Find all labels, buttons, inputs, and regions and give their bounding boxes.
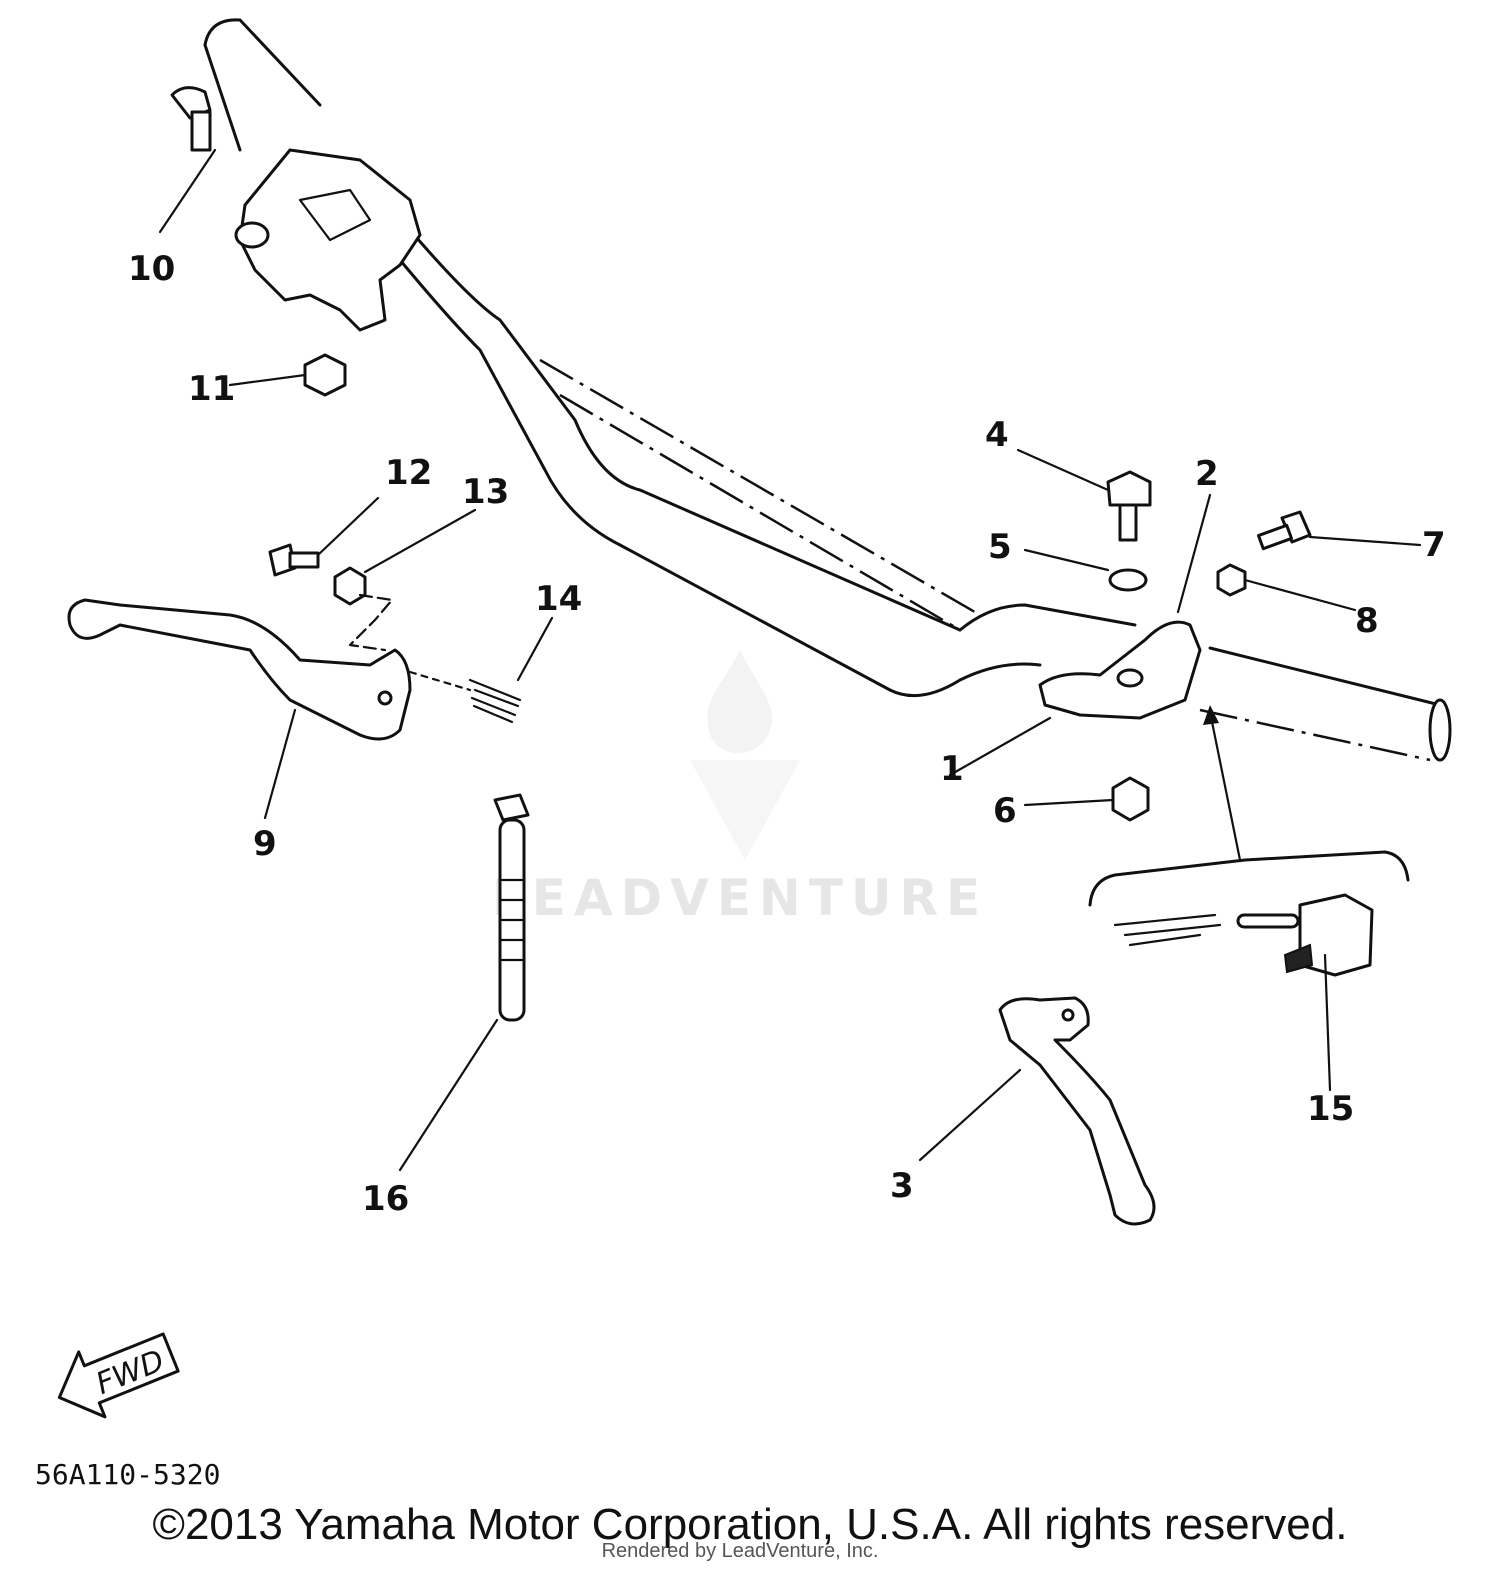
- callout-2: 2: [1195, 454, 1219, 494]
- callout-5: 5: [988, 527, 1012, 567]
- lever-holder-1: [1038, 620, 1202, 720]
- callout-3: 3: [890, 1166, 914, 1206]
- callout-labels: 1 2 3 4 5 6 7 8 9 10 11 12 13 14 15 16: [128, 249, 1446, 1219]
- spring-14: [408, 670, 522, 724]
- callout-16: 16: [362, 1179, 409, 1219]
- watermark-text: LEADVENTURE: [492, 869, 988, 927]
- callout-11: 11: [188, 369, 235, 409]
- nut-6: [1111, 776, 1150, 822]
- assembly-line-13: [348, 593, 394, 652]
- watermark-logo: [690, 650, 800, 860]
- bolt-7: [1257, 510, 1312, 551]
- arrow-head-15: [1203, 705, 1219, 725]
- rendered-by-notice: Rendered by LeadVenture, Inc.: [601, 1540, 879, 1562]
- bolt-12: [268, 543, 320, 577]
- callout-9: 9: [253, 824, 277, 864]
- callout-14: 14: [535, 579, 582, 619]
- bolt-10: [170, 86, 212, 152]
- lever-9: [67, 598, 412, 741]
- callout-13: 13: [462, 472, 509, 512]
- callout-7: 7: [1422, 525, 1446, 565]
- nut-13: [333, 566, 367, 606]
- group-bracket-15: [1088, 850, 1410, 907]
- nut-11: [303, 353, 347, 397]
- diagram-code: 56A110-5320: [35, 1458, 220, 1491]
- lever-3: [998, 996, 1156, 1226]
- callout-12: 12: [385, 453, 432, 493]
- washer-5: [1108, 568, 1148, 592]
- callout-1: 1: [940, 749, 964, 789]
- leader-lines: [158, 148, 1422, 1172]
- callout-6: 6: [993, 791, 1017, 831]
- nut-8: [1216, 563, 1247, 597]
- group-arrow-15: [1208, 710, 1242, 862]
- adjuster-16: [493, 793, 530, 1022]
- callout-8: 8: [1355, 601, 1379, 641]
- master-cylinder: [234, 148, 422, 332]
- bolt-4: [1106, 470, 1152, 542]
- callout-15: 15: [1307, 1089, 1354, 1129]
- callout-4: 4: [985, 415, 1009, 455]
- switch-15: [1113, 893, 1374, 977]
- handlebar: [203, 18, 1452, 762]
- copyright-notice: ©2013 Yamaha Motor Corporation, U.S.A. A…: [152, 1500, 1348, 1549]
- forward-arrow: FWD: [57, 1332, 180, 1419]
- callout-10: 10: [128, 249, 175, 289]
